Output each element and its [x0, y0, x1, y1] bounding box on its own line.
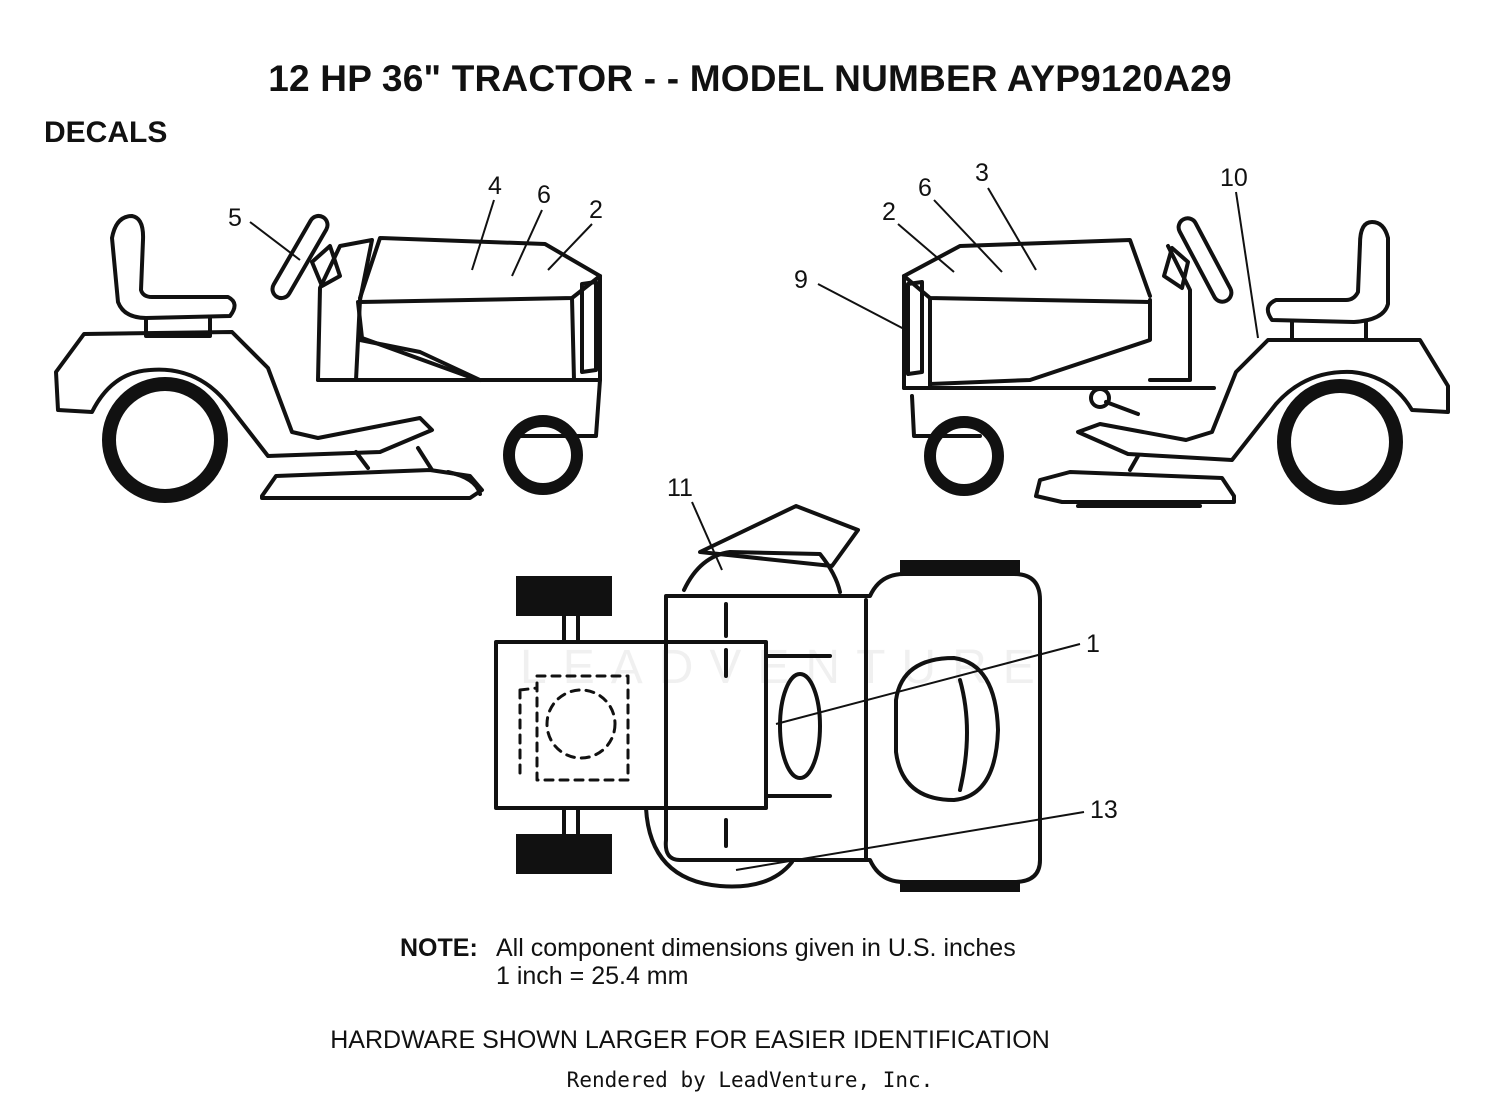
- hood-left: [358, 236, 602, 304]
- tractor-right-view: [902, 216, 1450, 508]
- front-wheel-right: [924, 416, 1004, 496]
- steering-wheel-left: [270, 213, 330, 301]
- rear-tire-top-1: [900, 560, 1020, 574]
- note-lines: All component dimensions given in U.S. i…: [496, 934, 1016, 990]
- callout-1: 1: [1086, 630, 1100, 658]
- callout-4: 4: [488, 172, 502, 200]
- note-line-2: 1 inch = 25.4 mm: [496, 962, 689, 990]
- leader-13: [735, 811, 1085, 871]
- leader-10: [1235, 191, 1259, 339]
- front-tire-top-2: [516, 834, 612, 874]
- seat-left: [110, 214, 237, 320]
- leader-6-right: [933, 199, 1003, 273]
- leader-6-left: [511, 209, 543, 277]
- rear-body-top: [663, 572, 1042, 884]
- note-label: NOTE:: [400, 934, 478, 962]
- page-title: 12 HP 36" TRACTOR - - MODEL NUMBER AYP91…: [268, 58, 1232, 99]
- leader-1: [775, 643, 1081, 725]
- rear-fender-right: [1076, 338, 1450, 462]
- callout-5: 5: [228, 204, 242, 232]
- rear-wheel-left: [102, 377, 228, 503]
- callout-13: 13: [1090, 796, 1118, 824]
- callout-3: 3: [975, 159, 989, 187]
- hardware-note: HARDWARE SHOWN LARGER FOR EASIER IDENTIF…: [330, 1026, 1050, 1054]
- section-heading: DECALS: [44, 116, 168, 149]
- hood-right: [902, 238, 1152, 304]
- note-line-1: All component dimensions given in U.S. i…: [496, 934, 1016, 962]
- tractor-top-view: [494, 504, 1042, 889]
- leader-2-left: [547, 223, 593, 271]
- rear-tire-top-2: [900, 880, 1020, 892]
- callout-6-left: 6: [537, 181, 551, 209]
- steering-wheel-right: [1176, 216, 1234, 304]
- rear-wheel-right: [1277, 379, 1403, 505]
- callout-10: 10: [1220, 164, 1248, 192]
- front-hood-top: [494, 640, 768, 810]
- callout-6-right: 6: [918, 174, 932, 202]
- leader-2-right: [897, 223, 955, 273]
- rendered-by-credit: Rendered by LeadVenture, Inc.: [566, 1068, 934, 1092]
- seat-right: [1265, 220, 1390, 324]
- front-tire-top-1: [516, 576, 612, 616]
- leader-3: [987, 187, 1037, 271]
- callout-2-left: 2: [589, 196, 603, 224]
- rear-fender-left: [54, 330, 434, 458]
- leader-11: [691, 501, 723, 571]
- leader-9: [817, 283, 907, 331]
- callout-11: 11: [667, 474, 693, 502]
- watermark: LEADVENTURE: [520, 641, 1051, 694]
- callout-9: 9: [794, 266, 808, 294]
- dimension-note: NOTE: All component dimensions given in U…: [400, 934, 1016, 990]
- steering-top: [778, 672, 822, 780]
- open-hood-top: [698, 504, 860, 568]
- seat-top: [894, 656, 1000, 802]
- leader-5: [249, 221, 301, 261]
- front-wheel-left: [503, 415, 583, 495]
- tractor-left-view: [54, 213, 602, 503]
- callout-2-right: 2: [882, 198, 896, 226]
- mower-deck-right: [1034, 470, 1236, 504]
- leader-4: [471, 199, 495, 271]
